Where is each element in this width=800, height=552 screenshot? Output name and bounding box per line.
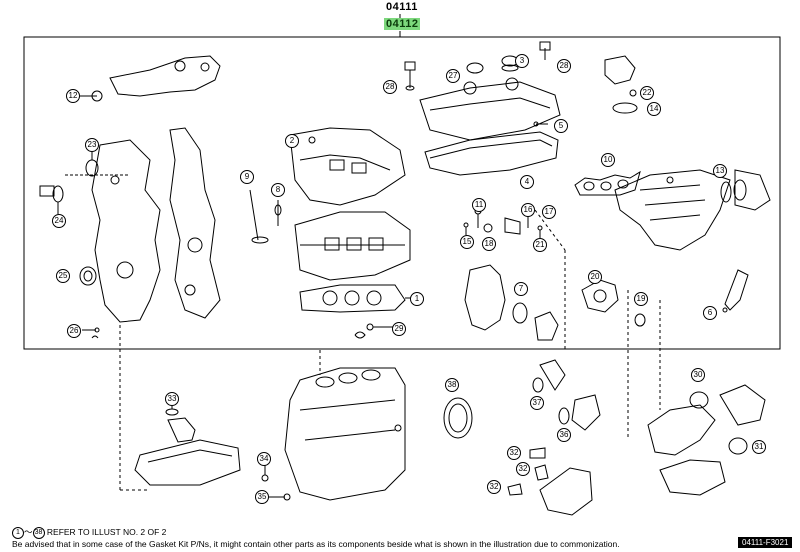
callout-33[interactable]: 33 xyxy=(165,392,179,406)
callout-31[interactable]: 31 xyxy=(752,440,766,454)
callout-16[interactable]: 16 xyxy=(521,203,535,217)
callout-28-right[interactable]: 28 xyxy=(557,59,571,73)
range-tilde: ～ xyxy=(24,527,33,537)
callout-34[interactable]: 34 xyxy=(257,452,271,466)
kit-code-main: 04111 xyxy=(386,1,418,13)
callout-22[interactable]: 22 xyxy=(640,86,654,100)
callout-14[interactable]: 14 xyxy=(647,102,661,116)
callout-32-top[interactable]: 32 xyxy=(507,446,521,460)
callout-28-left[interactable]: 28 xyxy=(383,80,397,94)
callout-36[interactable]: 36 xyxy=(557,428,571,442)
callout-25[interactable]: 25 xyxy=(56,269,70,283)
callout-15[interactable]: 15 xyxy=(460,235,474,249)
callout-32-bottom[interactable]: 32 xyxy=(487,480,501,494)
callout-29[interactable]: 29 xyxy=(392,322,406,336)
advisory-text: Be advised that in some case of the Gask… xyxy=(12,539,620,549)
callout-30[interactable]: 30 xyxy=(691,368,705,382)
callout-35[interactable]: 35 xyxy=(255,490,269,504)
callout-32-middle[interactable]: 32 xyxy=(516,462,530,476)
callout-2[interactable]: 2 xyxy=(285,134,299,148)
callout-3[interactable]: 3 xyxy=(515,54,529,68)
refer-text: REFER TO ILLUST NO. 2 OF 2 xyxy=(46,527,167,537)
callout-12[interactable]: 12 xyxy=(66,89,80,103)
callout-7[interactable]: 7 xyxy=(514,282,528,296)
callout-6[interactable]: 6 xyxy=(703,306,717,320)
illustration-code: 04111-F3021 xyxy=(738,537,793,548)
kit-frame xyxy=(23,36,781,350)
callout-23[interactable]: 23 xyxy=(85,138,99,152)
callout-5[interactable]: 5 xyxy=(554,119,568,133)
callout-1[interactable]: 1 xyxy=(410,292,424,306)
callout-8[interactable]: 8 xyxy=(271,183,285,197)
callout-38[interactable]: 38 xyxy=(445,378,459,392)
callout-13[interactable]: 13 xyxy=(713,164,727,178)
callout-4[interactable]: 4 xyxy=(520,175,534,189)
range-end-badge: 38 xyxy=(32,526,45,539)
callout-26[interactable]: 26 xyxy=(67,324,81,338)
callout-10[interactable]: 10 xyxy=(601,153,615,167)
range-start-badge: 1 xyxy=(12,526,24,539)
callout-24[interactable]: 24 xyxy=(52,214,66,228)
callout-19[interactable]: 19 xyxy=(634,292,648,306)
kit-code-sub[interactable]: 04112 xyxy=(384,18,421,30)
callout-11[interactable]: 11 xyxy=(472,198,486,212)
callout-21[interactable]: 21 xyxy=(533,238,547,252)
callout-27[interactable]: 27 xyxy=(446,69,460,83)
callout-17[interactable]: 17 xyxy=(542,205,556,219)
refer-note: 1～38 REFER TO ILLUST NO. 2 OF 2 xyxy=(12,526,166,539)
callout-18[interactable]: 18 xyxy=(482,237,496,251)
callout-20[interactable]: 20 xyxy=(588,270,602,284)
callout-9[interactable]: 9 xyxy=(240,170,254,184)
callout-37[interactable]: 37 xyxy=(530,396,544,410)
